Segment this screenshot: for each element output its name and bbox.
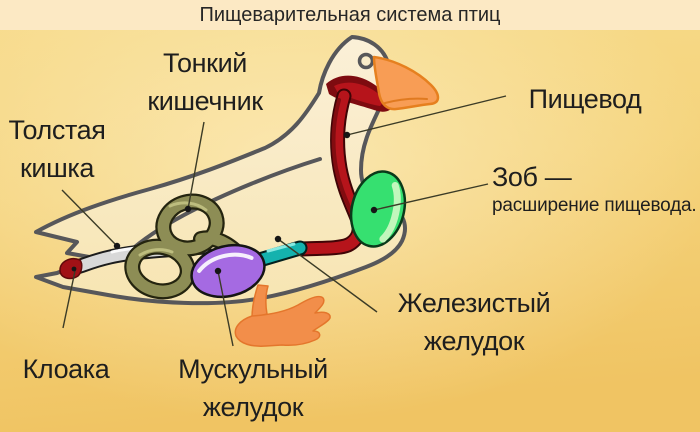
leader-esophagus [346, 95, 507, 136]
label-small-intestine: Тонкий кишечник [147, 48, 263, 116]
leader-glandular [277, 238, 378, 313]
mouth-inner [334, 82, 383, 106]
label-esophagus: Пищевод [528, 84, 642, 114]
beak-mouth-line [384, 97, 428, 104]
leader-muscular [217, 270, 234, 347]
label-crop-note: расширение пищевода. [492, 195, 697, 216]
muscular-stomach-highlight [197, 252, 254, 273]
cloaca-organ [59, 258, 83, 280]
dot-small-intestine [184, 205, 192, 213]
label-cloaca: Клоака [22, 354, 110, 384]
eye-icon [357, 52, 375, 70]
diagram-title: Пищеварительная система птиц [199, 4, 501, 26]
dot-esophagus [343, 131, 351, 139]
dot-glandular [274, 235, 282, 243]
glandular-stomach-highlight [266, 242, 296, 253]
leader-dots [71, 131, 378, 275]
duck-body-outline [34, 35, 407, 306]
leader-large-intestine [61, 189, 118, 247]
label-large-intestine: Толстая кишка [8, 115, 106, 183]
dot-crop [370, 206, 378, 214]
foot-icon [234, 284, 331, 347]
leader-crop [373, 183, 489, 211]
wing-line [127, 157, 322, 254]
leader-cloaca [62, 270, 76, 329]
dot-cloaca [71, 266, 77, 272]
title-band [0, 0, 700, 30]
label-muscular-stomach: Мускульный желудок [178, 354, 328, 422]
dot-large-intestine [113, 242, 121, 250]
muscular-stomach-group [190, 243, 266, 299]
leader-lines [61, 95, 507, 347]
label-crop: Зоб — [492, 162, 572, 192]
esophagus-shade [331, 98, 354, 216]
leader-small-intestine [187, 121, 205, 210]
dot-muscular [214, 267, 222, 275]
beak-icon [372, 55, 440, 111]
label-glandular-stomach: Железистый желудок [397, 288, 551, 356]
crop-highlight [379, 181, 401, 243]
